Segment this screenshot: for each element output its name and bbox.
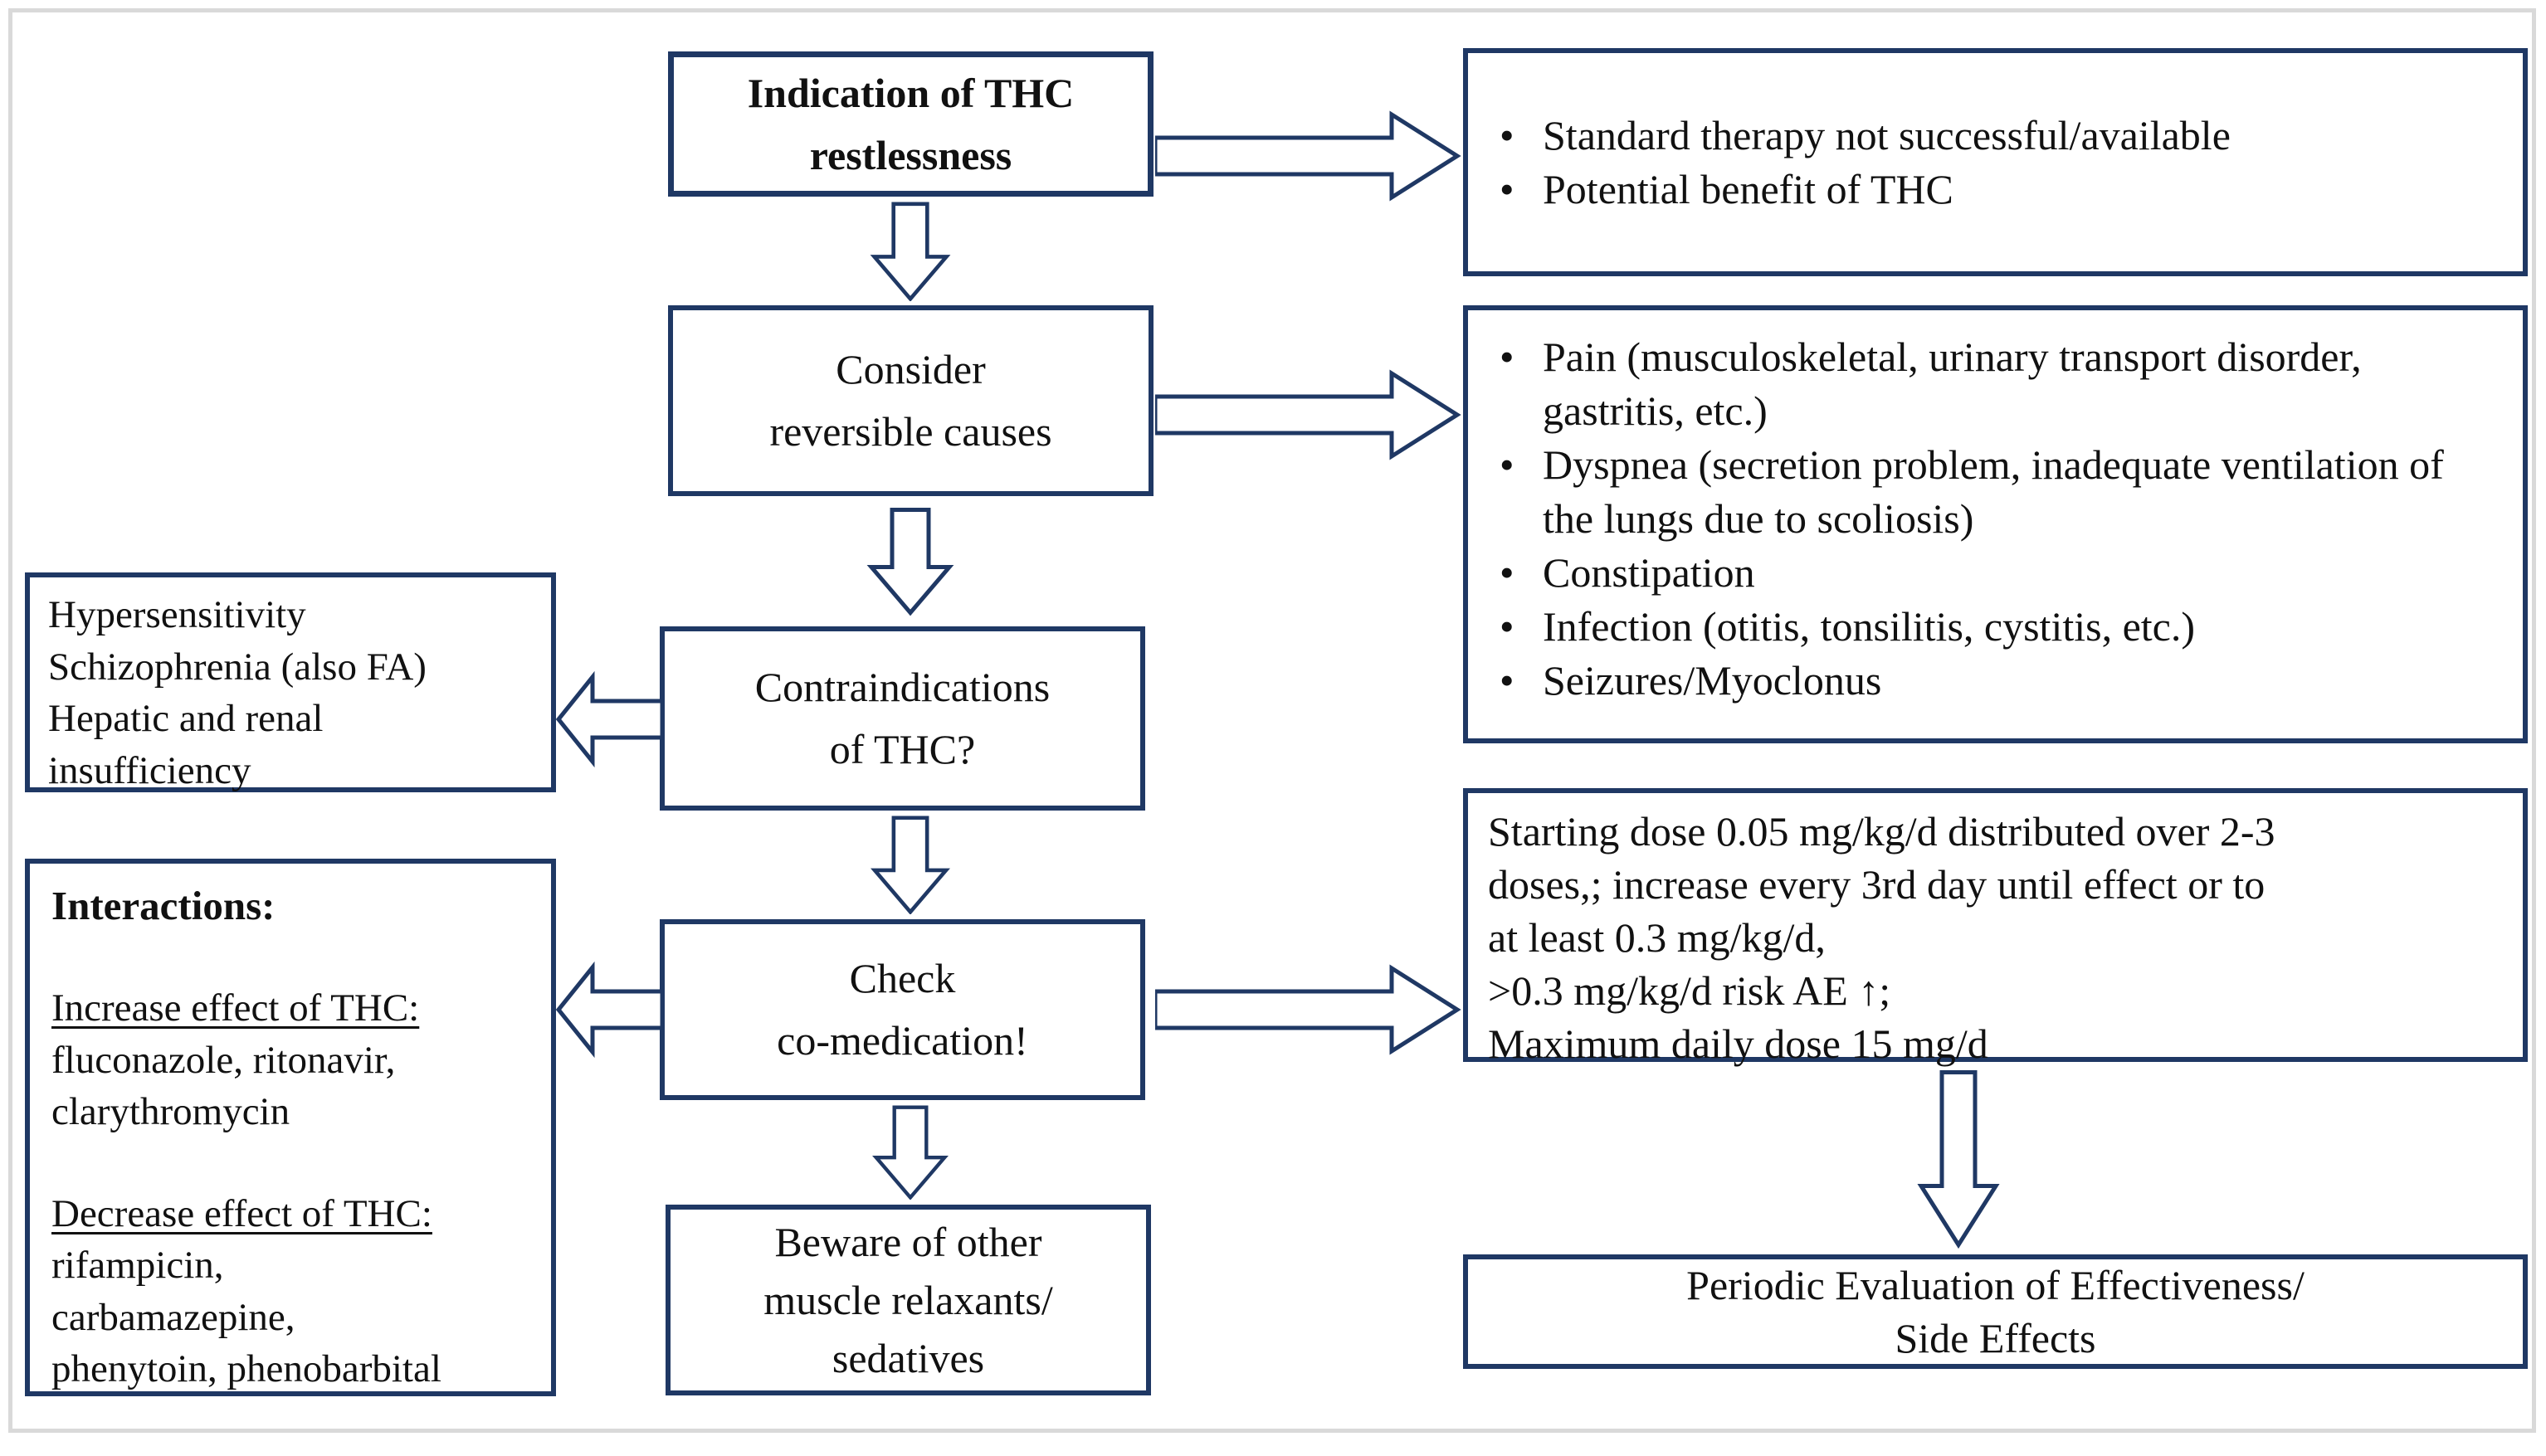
right-arrow-icon [1155,964,1461,1055]
decrease-effect-drugs: rifampicin, carbamazepine, phenytoin, ph… [51,1244,441,1391]
right-arrow-icon [1155,110,1461,202]
contraindications-box: Contraindications of THC? [660,626,1145,811]
indication-box: Indication of THC restlessness [668,51,1154,197]
check-co-medication-box: Check co-medication! [660,919,1145,1100]
check-co-medication-text: Check co-medication! [777,955,1028,1064]
criteria-box: Standard therapy not successful/availabl… [1463,48,2528,276]
evaluation-text: Periodic Evaluation of Effectiveness/ Si… [1686,1262,2305,1361]
reversible-causes-list: Pain (musculoskeletal, urinary transport… [1468,310,2523,708]
down-arrow-icon [870,202,951,301]
beware-text: Beware of other muscle relaxants/ sedati… [763,1219,1053,1381]
left-arrow-icon [555,670,662,768]
contraindications-list-box: Hypersensitivity Schizophrenia (also FA)… [25,572,556,792]
bullet-item: Dyspnea (secretion problem, inadequate v… [1493,438,2460,546]
interactions-title: Interactions: [51,883,276,928]
bullet-item: Seizures/Myoclonus [1493,654,2460,708]
indication-box-text: Indication of THC restlessness [747,69,1075,178]
dosing-box: Starting dose 0.05 mg/kg/d distributed o… [1463,788,2528,1067]
spacer [51,1138,529,1188]
increase-effect-heading: Increase effect of THC: [51,986,420,1030]
contraindications-text: Contraindications of THC? [754,664,1051,772]
bullet-item: Potential benefit of THC [1493,163,2460,217]
reversible-causes-list-box: Pain (musculoskeletal, urinary transport… [1463,305,2528,743]
criteria-list: Standard therapy not successful/availabl… [1493,109,2523,217]
beware-box: Beware of other muscle relaxants/ sedati… [666,1205,1151,1395]
interactions-box: Interactions: Increase effect of THC: fl… [25,859,556,1396]
bullet-item: Infection (otitis, tonsilitis, cystitis,… [1493,600,2460,654]
bullet-item: Pain (musculoskeletal, urinary transport… [1493,330,2460,438]
dosing-text: Starting dose 0.05 mg/kg/d distributed o… [1488,808,2275,1067]
decrease-effect-heading: Decrease effect of THC: [51,1191,432,1235]
down-arrow-icon [866,508,954,616]
left-arrow-icon [555,961,662,1059]
increase-effect-drugs: fluconazole, ritonavir, clarythromycin [51,1038,396,1134]
consider-reversible-causes-text: Consider reversible causes [769,346,1052,455]
right-arrow-icon [1155,369,1461,460]
bullet-item: Constipation [1493,546,2460,600]
page-frame [8,8,2536,1433]
down-arrow-icon [1917,1070,2000,1249]
contraindications-list-text: Hypersensitivity Schizophrenia (also FA)… [48,593,427,792]
down-arrow-icon [872,1105,949,1200]
down-arrow-icon [871,816,950,914]
consider-reversible-causes-box: Consider reversible causes [668,305,1154,496]
evaluation-box: Periodic Evaluation of Effectiveness/ Si… [1463,1254,2528,1369]
spacer [51,933,529,982]
bullet-item: Standard therapy not successful/availabl… [1493,109,2460,163]
